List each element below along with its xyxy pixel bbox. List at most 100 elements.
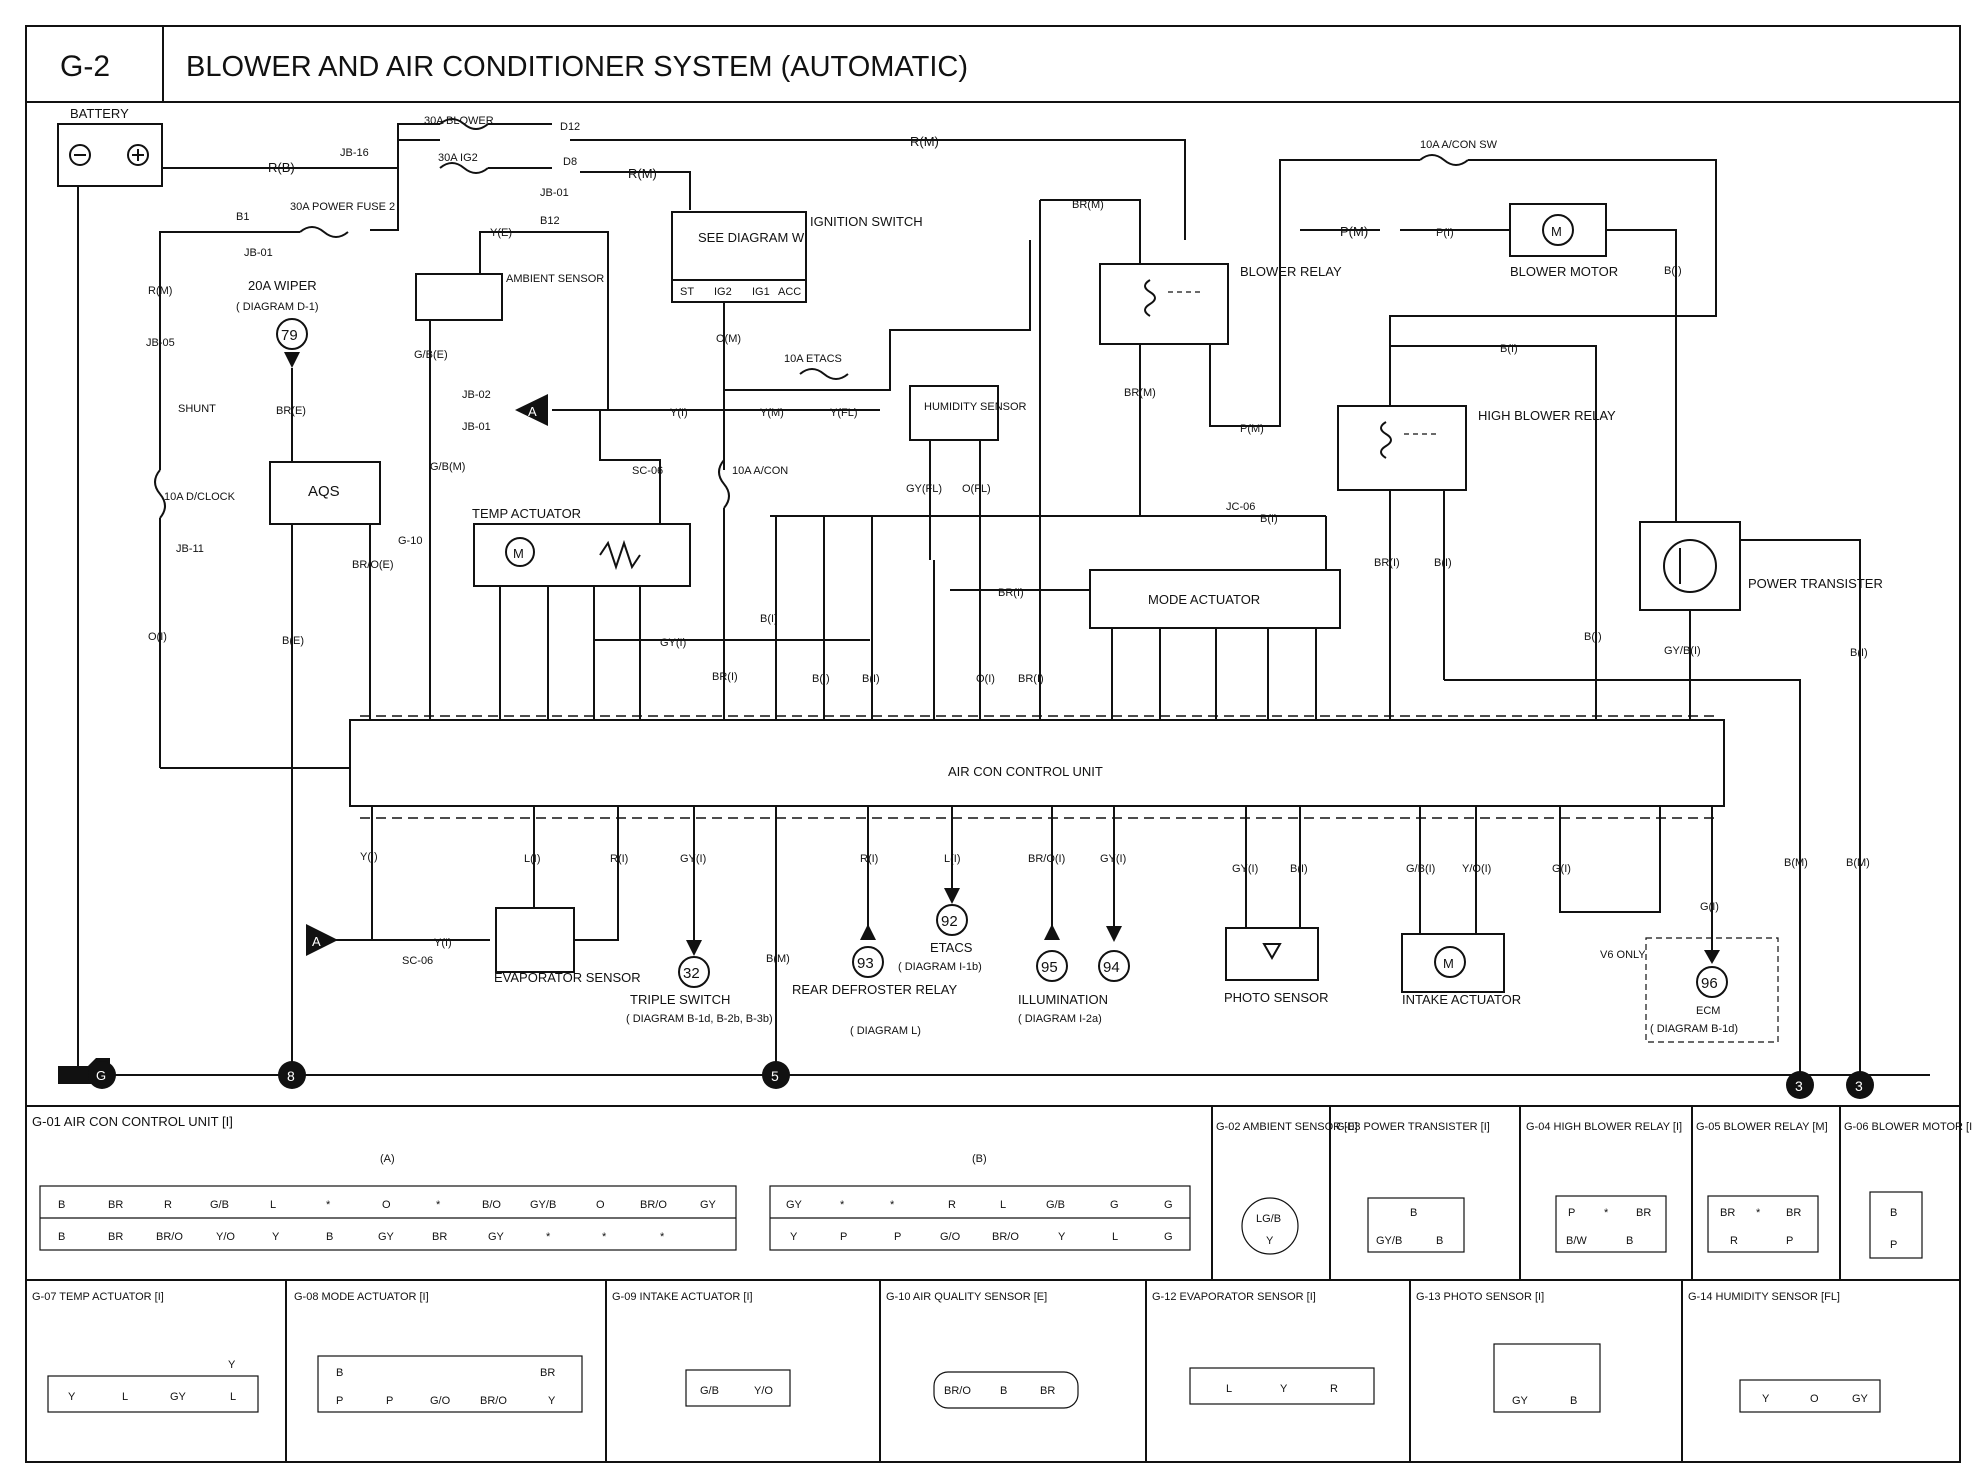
- svg-text:GY: GY: [1512, 1395, 1529, 1407]
- svg-text:10A D/CLOCK: 10A D/CLOCK: [164, 491, 236, 503]
- svg-text:Y(I): Y(I): [670, 407, 688, 419]
- svg-text:( DIAGRAM B-1d): ( DIAGRAM B-1d): [1650, 1023, 1738, 1035]
- svg-text:B(M): B(M): [1846, 857, 1870, 869]
- svg-text:GY: GY: [786, 1199, 803, 1211]
- svg-text:B(I): B(I): [1850, 647, 1868, 659]
- svg-text:B(M): B(M): [766, 953, 790, 965]
- diagram-code: G-2: [60, 50, 110, 83]
- svg-text:A: A: [312, 934, 321, 949]
- svg-text:BR/O: BR/O: [480, 1395, 507, 1407]
- svg-text:96: 96: [1701, 975, 1718, 992]
- svg-text:G/O: G/O: [940, 1231, 961, 1243]
- high-blower-relay: [1337, 405, 1467, 491]
- svg-text:B(I): B(I): [1664, 265, 1682, 277]
- g10-title: G-10 AIR QUALITY SENSOR [E]: [886, 1291, 1047, 1303]
- blower-motor: M: [1509, 203, 1607, 257]
- svg-text:32: 32: [683, 965, 700, 982]
- g01-connector-b: GY * * R L G/B G G Y P P G/O BR/O Y L G: [769, 1185, 1191, 1251]
- svg-text:B1: B1: [236, 211, 249, 223]
- ref-94: 94: [1098, 950, 1130, 982]
- svg-text:O(M): O(M): [716, 333, 741, 345]
- evaporator-sensor: [495, 907, 575, 973]
- svg-text:B: B: [1570, 1395, 1577, 1407]
- svg-text:R: R: [1730, 1235, 1738, 1247]
- svg-text:GY: GY: [378, 1231, 395, 1243]
- svg-text:*: *: [840, 1199, 845, 1211]
- svg-text:*: *: [436, 1199, 441, 1211]
- svg-text:TRIPLE SWITCH: TRIPLE SWITCH: [630, 992, 730, 1007]
- svg-text:SEE DIAGRAM W: SEE DIAGRAM W: [698, 230, 805, 245]
- connector-legend: G-01 AIR CON CONTROL UNIT [I] (A) (B) B …: [25, 1105, 1972, 1463]
- g04-title: G-04 HIGH BLOWER RELAY [I]: [1526, 1121, 1682, 1133]
- svg-text:( DIAGRAM L): ( DIAGRAM L): [850, 1025, 921, 1037]
- header: G-2 BLOWER AND AIR CONDITIONER SYSTEM (A…: [25, 25, 1961, 103]
- g14-title: G-14 HUMIDITY SENSOR [FL]: [1688, 1291, 1840, 1303]
- svg-text:BR: BR: [108, 1231, 123, 1243]
- svg-text:PHOTO SENSOR: PHOTO SENSOR: [1224, 990, 1329, 1005]
- svg-text:*: *: [602, 1231, 607, 1243]
- svg-text:Y: Y: [1280, 1383, 1288, 1395]
- svg-text:L: L: [270, 1199, 276, 1211]
- svg-text:BR/O: BR/O: [640, 1199, 667, 1211]
- g05-title: G-05 BLOWER RELAY [M]: [1696, 1121, 1828, 1133]
- svg-text:P: P: [894, 1231, 901, 1243]
- svg-text:GY/B(I): GY/B(I): [1664, 645, 1701, 657]
- svg-text:P: P: [336, 1395, 343, 1407]
- svg-text:*: *: [890, 1199, 895, 1211]
- svg-text:BR: BR: [1040, 1385, 1055, 1397]
- arrow-a-top: A: [515, 394, 548, 426]
- svg-text:L: L: [1000, 1199, 1006, 1211]
- svg-text:*: *: [1756, 1207, 1761, 1219]
- diagram-title: BLOWER AND AIR CONDITIONER SYSTEM (AUTOM…: [186, 51, 968, 83]
- svg-text:LG/B: LG/B: [1256, 1213, 1281, 1225]
- svg-text:JB-16: JB-16: [340, 147, 369, 159]
- svg-text:GY: GY: [488, 1231, 505, 1243]
- svg-text:INTAKE ACTUATOR: INTAKE ACTUATOR: [1402, 992, 1521, 1007]
- svg-text:B12: B12: [540, 215, 560, 227]
- svg-text:P(I): P(I): [1436, 227, 1454, 239]
- svg-text:10A A/CON SW: 10A A/CON SW: [1420, 139, 1498, 151]
- svg-text:MODE ACTUATOR: MODE ACTUATOR: [1148, 592, 1260, 607]
- svg-text:P: P: [1786, 1235, 1793, 1247]
- svg-text:P: P: [1890, 1239, 1897, 1251]
- svg-text:*: *: [326, 1199, 331, 1211]
- svg-text:BR: BR: [540, 1367, 555, 1379]
- g09-title: G-09 INTAKE ACTUATOR [I]: [612, 1291, 753, 1303]
- g02-title: G-02 AMBIENT SENSOR [E]: [1216, 1121, 1358, 1133]
- svg-text:R: R: [164, 1199, 172, 1211]
- svg-text:B: B: [1626, 1235, 1633, 1247]
- svg-text:G/B(I): G/B(I): [1406, 863, 1435, 875]
- svg-text:JB-01: JB-01: [540, 187, 569, 199]
- svg-text:( DIAGRAM B-1d, B-2b, B-3b): ( DIAGRAM B-1d, B-2b, B-3b): [626, 1013, 773, 1025]
- svg-text:( DIAGRAM I-1b): ( DIAGRAM I-1b): [898, 961, 982, 973]
- svg-text:JB-01: JB-01: [462, 421, 491, 433]
- svg-text:P(M): P(M): [1340, 224, 1368, 239]
- svg-text:BR(E): BR(E): [276, 405, 306, 417]
- svg-text:Y/O: Y/O: [216, 1231, 235, 1243]
- svg-text:AIR CON CONTROL UNIT: AIR CON CONTROL UNIT: [948, 764, 1103, 779]
- svg-text:GY/B: GY/B: [530, 1199, 556, 1211]
- svg-text:ST: ST: [680, 286, 694, 298]
- svg-text:GY: GY: [170, 1391, 187, 1403]
- svg-text:B(I): B(I): [1260, 513, 1278, 525]
- svg-text:8: 8: [287, 1068, 295, 1084]
- intake-actuator: M: [1401, 933, 1505, 993]
- svg-text:30A POWER FUSE 2: 30A POWER FUSE 2: [290, 201, 395, 213]
- svg-text:(B): (B): [972, 1153, 987, 1165]
- svg-text:G(I): G(I): [1552, 863, 1571, 875]
- svg-text:REAR DEFROSTER RELAY: REAR DEFROSTER RELAY: [792, 982, 958, 997]
- svg-text:G: G: [1110, 1199, 1119, 1211]
- svg-text:( DIAGRAM I-2a): ( DIAGRAM I-2a): [1018, 1013, 1102, 1025]
- svg-text:IG2: IG2: [714, 286, 732, 298]
- svg-text:10A A/CON: 10A A/CON: [732, 465, 788, 477]
- air-con-control-unit: AIR CON CONTROL UNIT: [349, 719, 1725, 807]
- ground-3a: 3: [1786, 1071, 1814, 1099]
- svg-text:GY(I): GY(I): [1100, 853, 1126, 865]
- svg-text:Y: Y: [272, 1231, 280, 1243]
- ambient-sensor-box: [415, 273, 503, 321]
- svg-text:HIGH BLOWER RELAY: HIGH BLOWER RELAY: [1478, 408, 1616, 423]
- svg-text:B(I): B(I): [760, 613, 778, 625]
- svg-text:R(I): R(I): [860, 853, 878, 865]
- svg-text:ECM: ECM: [1696, 1005, 1720, 1017]
